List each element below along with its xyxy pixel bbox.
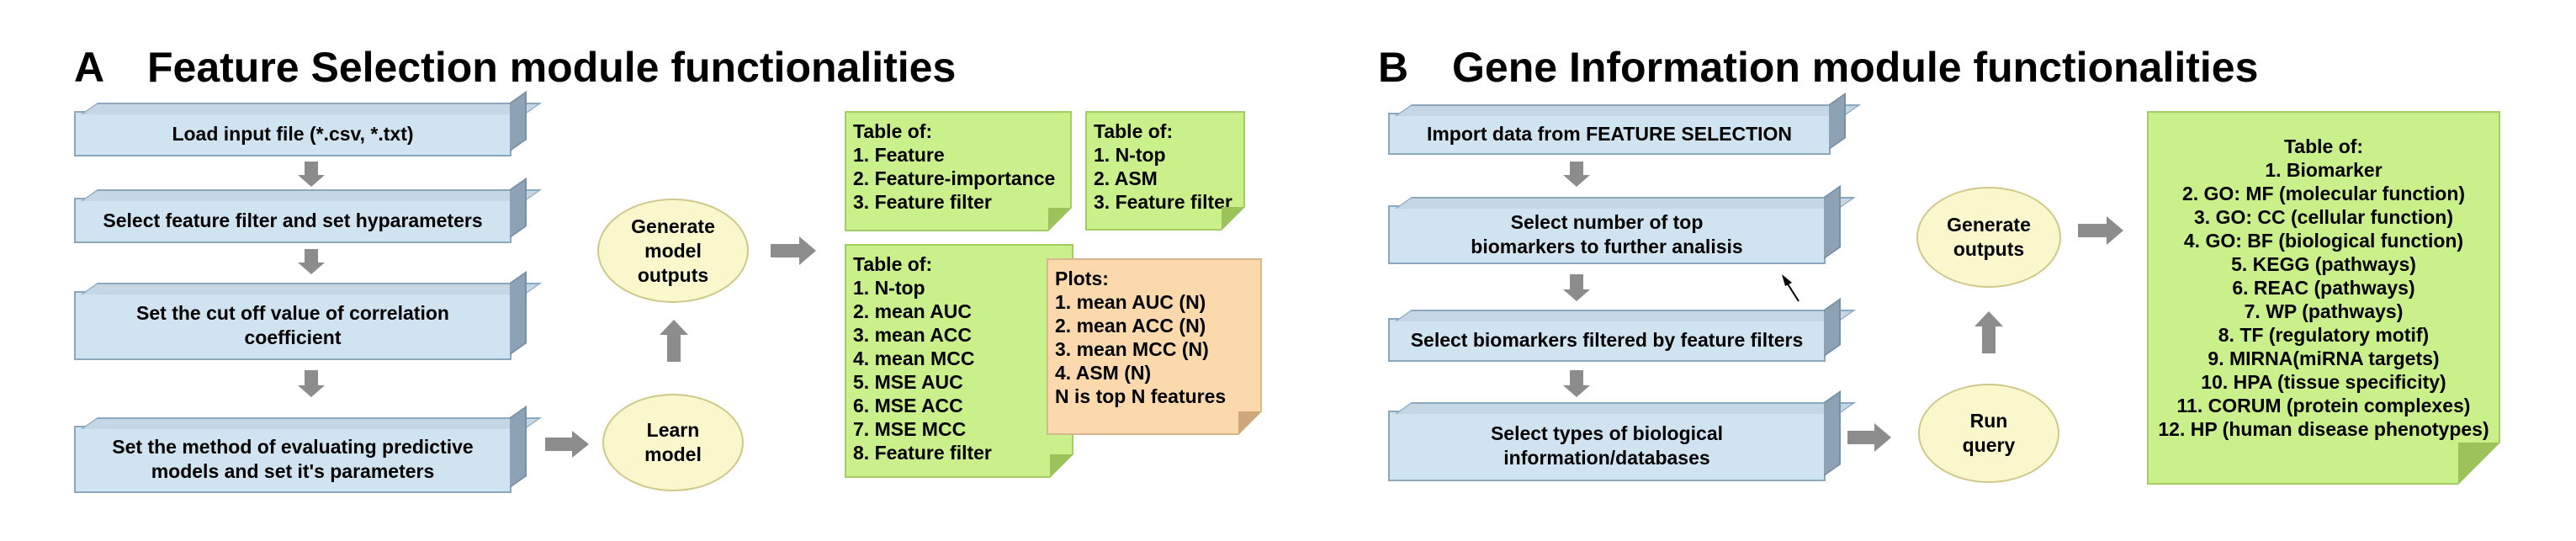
note-line: 3. mean MCC (N) xyxy=(1055,338,1209,360)
page-fold xyxy=(1222,207,1245,231)
note-line: 4. ASM (N) xyxy=(1055,362,1152,384)
note-ntop-table: Table of: 1. N-top 2. ASM 3. Feature fil… xyxy=(1085,111,1245,231)
right-arrow xyxy=(1847,423,1891,452)
note-line: N is top N features xyxy=(1055,385,1227,407)
note-line: 1. mean AUC (N) xyxy=(1055,291,1206,313)
page-fold xyxy=(1238,411,1262,435)
step-select-feature-filter: Select feature filter and set hyparamete… xyxy=(74,198,511,243)
note-line: 8. TF (regulatory motif) xyxy=(2218,324,2430,346)
step-select-filtered-biomarkers: Select biomarkers filtered by feature fi… xyxy=(1388,318,1826,362)
step-set-cutoff: Set the cut off value of correlation coe… xyxy=(74,291,511,360)
note-gene-table: Table of: 1. Biomarker 2. GO: MF (molecu… xyxy=(2147,111,2500,485)
note-line: 8. Feature filter xyxy=(853,442,992,464)
note-line: 9. MIRNA(miRNA targets) xyxy=(2208,347,2440,369)
note-line: 3. Feature filter xyxy=(1094,191,1232,213)
note-feature-table: Table of: 1. Feature 2. Feature-importan… xyxy=(845,111,1072,231)
note-line: 5. KEGG (pathways) xyxy=(2231,253,2416,275)
down-arrow xyxy=(1563,370,1590,397)
note-line: 2. Feature-importance xyxy=(853,167,1056,189)
note-line: Table of: xyxy=(2283,135,2364,157)
right-arrow xyxy=(545,431,589,458)
step-set-evaluation-method: Set the method of evaluating predictive … xyxy=(74,426,511,493)
step-load-input: Load input file (*.csv, *.txt) xyxy=(74,111,511,156)
step-set-evaluation-method-label: Set the method of evaluating predictive … xyxy=(112,436,474,482)
note-line: Table of: xyxy=(853,253,933,275)
note-line: 6. REAC (pathways) xyxy=(2232,277,2415,299)
note-line: 2. ASM xyxy=(1094,167,1158,189)
down-arrow xyxy=(298,162,325,187)
panel-b-letter: B xyxy=(1378,44,1409,91)
generate-model-outputs-ellipse: Generate model outputs xyxy=(597,199,749,303)
down-arrow xyxy=(1563,162,1590,187)
note-line: 3. mean ACC xyxy=(853,324,973,346)
note-line: 1. N-top xyxy=(1094,144,1166,166)
note-plots: Plots: 1. mean AUC (N) 2. mean ACC (N) 3… xyxy=(1047,258,1262,435)
note-line: 3. GO: CC (cellular function) xyxy=(2194,206,2453,228)
note-line: Plots: xyxy=(1055,268,1109,289)
note-line: 1. Feature xyxy=(853,144,945,166)
up-arrow xyxy=(1974,311,2003,353)
note-line: 2. mean AUC xyxy=(853,300,973,322)
note-line: 7. MSE MCC xyxy=(853,418,967,440)
note-line: 6. MSE ACC xyxy=(853,395,963,416)
pointer-head xyxy=(1782,274,1792,286)
note-line: 1. Biomarker xyxy=(2265,159,2383,181)
panel-a-letter: A xyxy=(74,44,105,91)
page-fold xyxy=(2458,443,2500,485)
up-arrow xyxy=(660,320,688,362)
note-line: 2. GO: MF (molecular function) xyxy=(2181,183,2466,204)
down-arrow xyxy=(298,370,325,397)
pointer-line xyxy=(1786,282,1799,302)
right-arrow xyxy=(771,236,816,265)
note-line: 5. MSE AUC xyxy=(853,371,963,393)
down-arrow xyxy=(298,249,325,274)
note-line: 4. GO: BF (biological function) xyxy=(2183,230,2464,252)
step-set-cutoff-label: Set the cut off value of correlation coe… xyxy=(136,302,449,348)
step-select-filtered-biomarkers-label: Select biomarkers filtered by feature fi… xyxy=(1410,328,1804,351)
note-line: 3. Feature filter xyxy=(853,191,992,213)
step-import-data: Import data from FEATURE SELECTION xyxy=(1388,113,1831,155)
panel-a-title: Feature Selection module functionalities xyxy=(147,44,957,91)
run-query-label: Run query xyxy=(1962,410,2016,456)
step-select-databases: Select types of biological information/d… xyxy=(1388,411,1826,481)
step-select-top-biomarkers-label: Select number of top biomarkers to furth… xyxy=(1471,211,1743,257)
note-line: Table of: xyxy=(1094,120,1174,142)
right-arrow xyxy=(2078,216,2123,245)
step-load-input-label: Load input file (*.csv, *.txt) xyxy=(172,122,414,145)
note-metrics-table: Table of: 1. N-top 2. mean AUC 3. mean A… xyxy=(845,244,1073,478)
learn-model-ellipse: Learn model xyxy=(602,394,744,491)
note-line: 4. mean MCC xyxy=(853,347,975,369)
generate-outputs-label: Generate outputs xyxy=(1947,214,2031,260)
note-line: 11. CORUM (protein complexes) xyxy=(2176,395,2471,416)
note-line: 7. WP (pathways) xyxy=(2244,300,2404,322)
learn-model-label: Learn model xyxy=(644,419,702,465)
step-import-data-label: Import data from FEATURE SELECTION xyxy=(1426,122,1793,145)
generate-model-outputs-label: Generate model outputs xyxy=(631,215,715,286)
down-arrow xyxy=(1563,274,1590,301)
generate-outputs-ellipse: Generate outputs xyxy=(1916,187,2061,288)
run-query-ellipse: Run query xyxy=(1918,384,2059,483)
page-fold xyxy=(1050,454,1073,478)
step-select-top-biomarkers: Select number of top biomarkers to furth… xyxy=(1388,205,1826,264)
page-fold xyxy=(1048,208,1072,231)
note-line: 12. HP (human disease phenotypes) xyxy=(2158,418,2489,440)
note-line: Table of: xyxy=(853,120,933,142)
note-line: 2. mean ACC (N) xyxy=(1055,315,1206,337)
note-line: 1. N-top xyxy=(853,277,925,299)
note-line: 10. HPA (tissue specificity) xyxy=(2201,371,2446,393)
panel-b-title: Gene Information module functionalities xyxy=(1452,44,2259,91)
step-select-feature-filter-label: Select feature filter and set hyparamete… xyxy=(103,209,483,231)
step-select-databases-label: Select types of biological information/d… xyxy=(1490,422,1724,469)
